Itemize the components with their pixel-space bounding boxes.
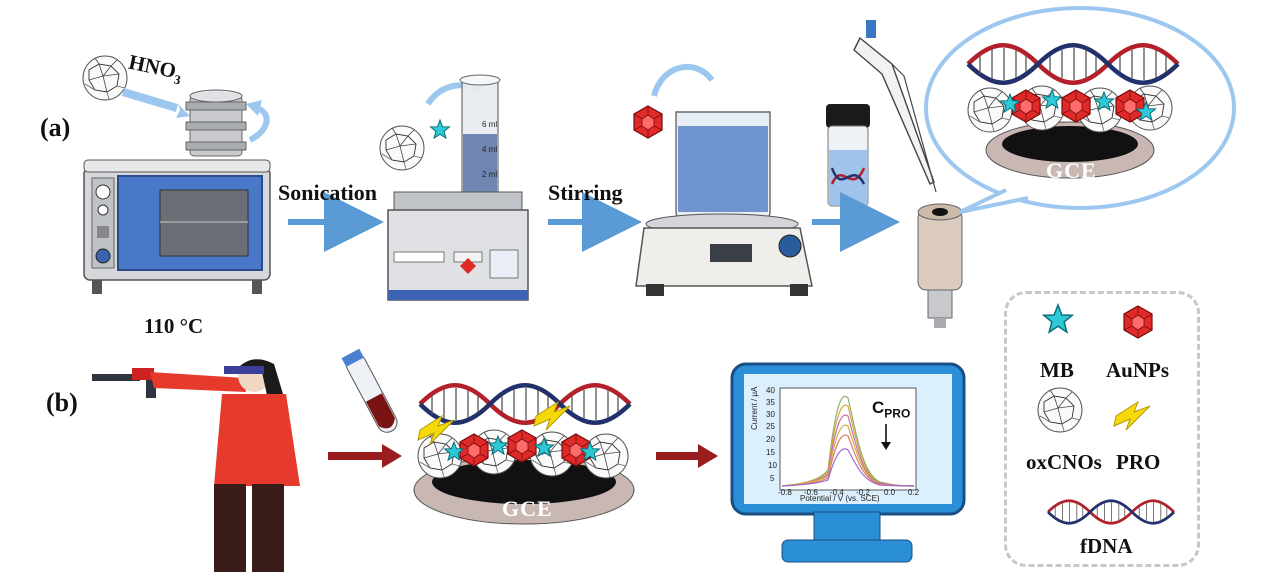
aunp-particle-stirring [633, 105, 663, 139]
panel-a-label: (a) [40, 113, 71, 142]
signal-label: CPRO [872, 398, 911, 421]
magnetic-stirrer [635, 213, 813, 296]
sensor-disk [413, 455, 635, 525]
oxcno-blob-sonication [379, 125, 425, 171]
legend-pro-label: PRO [1116, 450, 1161, 474]
dna-vial [826, 104, 870, 207]
mb-star-sonication [430, 119, 450, 139]
shooter-figure [92, 359, 300, 572]
legend-aunps-label: AuNPs [1106, 358, 1170, 382]
xtick: -0.8 [778, 488, 792, 497]
voltammogram-plot [779, 387, 917, 491]
legend-box [1004, 291, 1200, 567]
drying-oven [83, 159, 271, 294]
ytick: 25 [766, 422, 775, 431]
ytick: 30 [766, 410, 775, 419]
ytick: 15 [766, 448, 775, 457]
sonication-label: Sonication [278, 180, 378, 205]
ytick: 10 [768, 461, 777, 470]
legend-fdna-label: fDNA [1080, 534, 1133, 558]
voltammogram-ylabel: Current / μA [750, 386, 759, 430]
ytick: 20 [766, 435, 775, 444]
legend-oxcnos-label: oxCNOs [1026, 450, 1102, 474]
xtick: -0.4 [830, 488, 844, 497]
blood-tube [341, 348, 398, 433]
legend-mb-label: MB [1040, 358, 1074, 382]
micropipette [853, 20, 937, 193]
ultrasonic-bath [387, 191, 529, 301]
gce-electrode [917, 203, 963, 328]
measuring-cylinder [459, 74, 501, 199]
gce-label-bubble: GCE [1046, 158, 1097, 183]
ytick: 35 [766, 398, 775, 407]
panel-b-label: (b) [46, 388, 78, 417]
hno3-arrow [122, 88, 190, 118]
ytick: 40 [766, 386, 775, 395]
cylinder-mark-2: 2 ml [482, 170, 498, 179]
rotate-arrow-stirring [651, 63, 715, 97]
cylinder-mark-6: 6 ml [482, 120, 498, 129]
temperature-label: 110 °C [144, 314, 204, 338]
ytick: 5 [770, 474, 775, 483]
xtick: 0.0 [884, 488, 896, 497]
autoclave [185, 89, 247, 157]
cylinder-mark-4: 4 ml [482, 145, 498, 154]
oxcno-blob-start [82, 55, 128, 101]
gce-label-sensor: GCE [502, 496, 553, 521]
beaker [675, 111, 771, 219]
stirring-label: Stirring [548, 180, 623, 205]
xtick: 0.2 [908, 488, 920, 497]
sensor-dna [420, 385, 630, 423]
voltammogram-xlabel: Potential / V (vs. SCE) [800, 494, 880, 503]
xtick: -0.2 [856, 488, 870, 497]
xtick: -0.6 [804, 488, 818, 497]
